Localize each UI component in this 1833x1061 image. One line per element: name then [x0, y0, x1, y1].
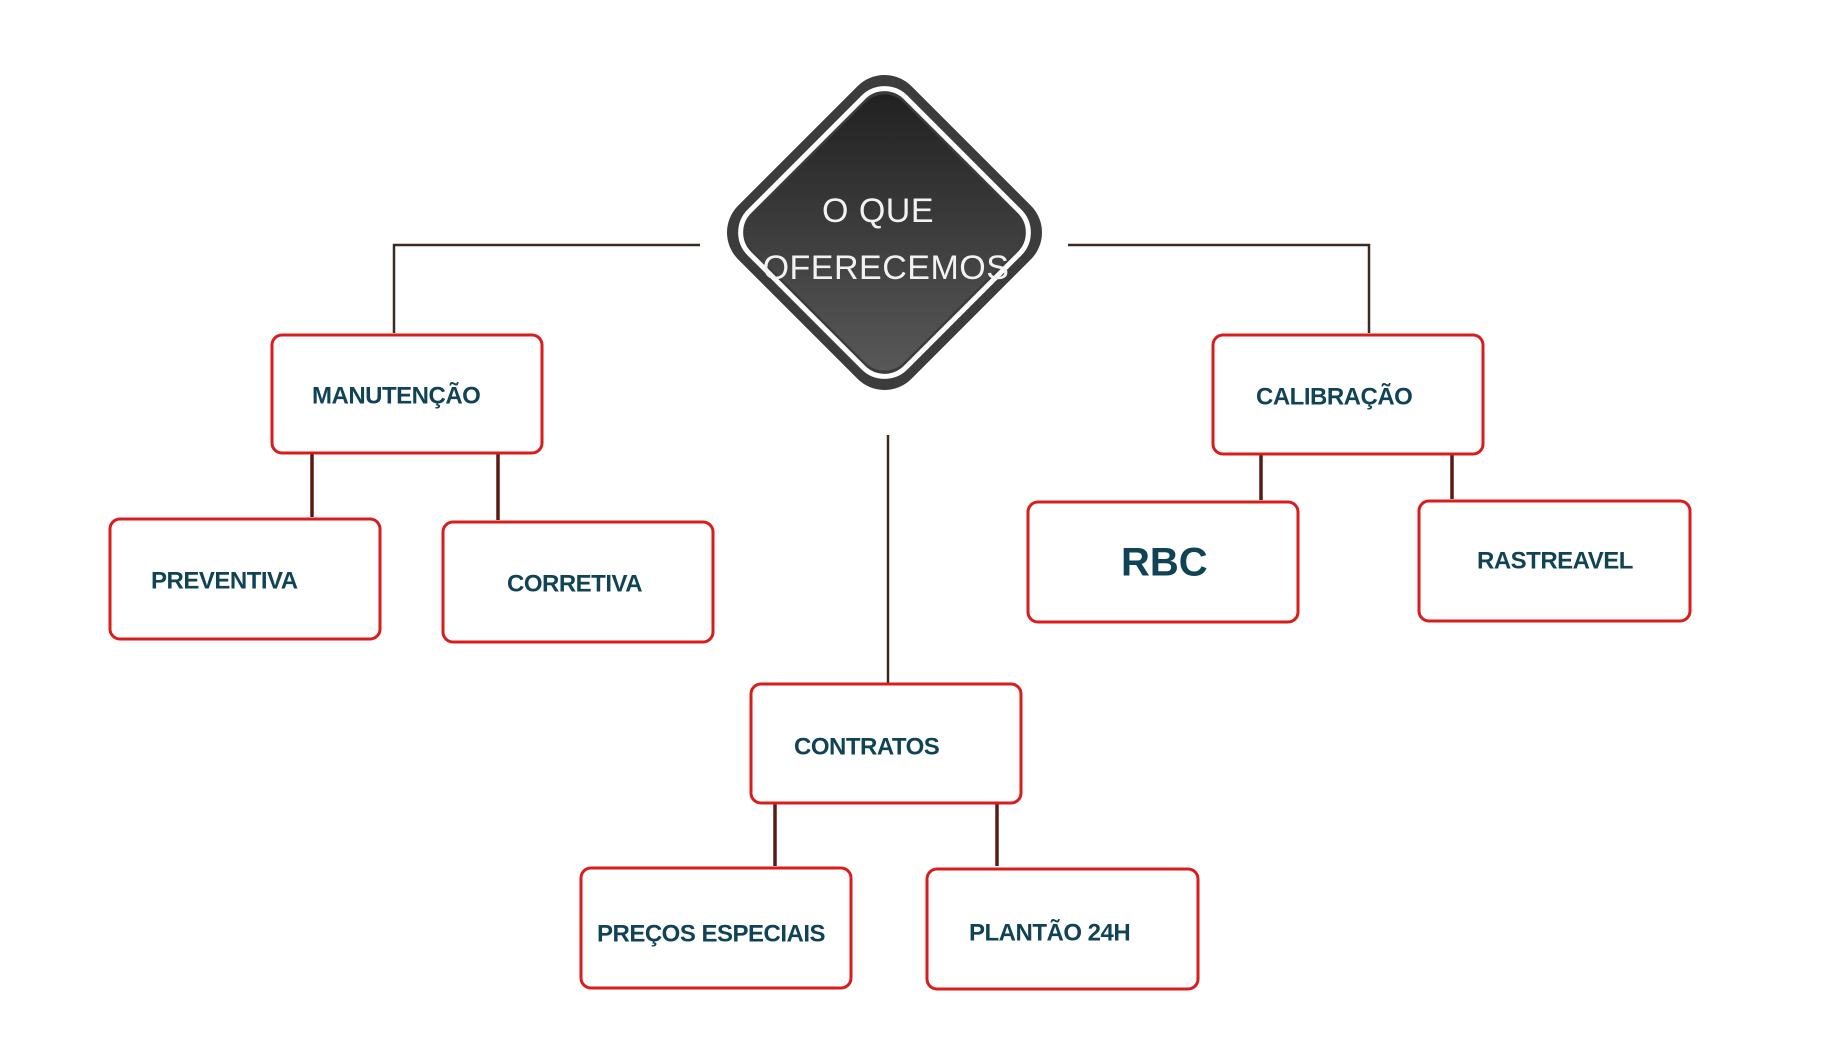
- node-manutencao: MANUTENÇÃO: [270, 333, 544, 455]
- node-plantao-24h: PLANTÃO 24H: [925, 867, 1200, 991]
- connector-center-calibracao: [1068, 243, 1371, 333]
- node-corretiva-box: [441, 520, 715, 644]
- node-calibracao-label: CALIBRAÇÃO: [1256, 382, 1412, 410]
- node-preventiva-box: [108, 517, 382, 641]
- node-calibracao-box: [1211, 333, 1485, 456]
- node-contratos-box: [749, 682, 1023, 805]
- node-corretiva-label: CORRETIVA: [507, 570, 642, 597]
- connector-center-manutencao: [392, 243, 700, 333]
- connectors: [310, 243, 1454, 866]
- node-rbc: RBC: [1026, 500, 1300, 624]
- node-rbc-box: [1026, 500, 1300, 624]
- center-title-line1: O QUE: [822, 192, 934, 230]
- node-calibracao: CALIBRAÇÃO: [1211, 333, 1485, 456]
- node-corretiva: CORRETIVA: [441, 520, 715, 644]
- node-contratos-label: CONTRATOS: [794, 733, 940, 760]
- center-diamond: O QUE OFERECEMOS: [726, 74, 1043, 391]
- node-precos-especiais-label: PREÇOS ESPECIAIS: [597, 920, 826, 947]
- node-rastreavel-box: [1417, 499, 1692, 623]
- node-precos-especiais: PREÇOS ESPECIAIS: [579, 866, 853, 990]
- diamond-inner-border: [738, 86, 1031, 379]
- node-plantao-24h-box: [925, 867, 1200, 991]
- node-manutencao-box: [270, 333, 544, 455]
- center-title-line2: OFERECEMOS: [763, 249, 1010, 287]
- node-plantao-24h-label: PLANTÃO 24H: [969, 918, 1130, 946]
- node-rastreavel-label: RASTREAVEL: [1477, 547, 1633, 574]
- node-manutencao-label: MANUTENÇÃO: [312, 381, 480, 409]
- node-precos-especiais-box: [579, 866, 853, 990]
- node-preventiva-label: PREVENTIVA: [151, 567, 298, 594]
- node-rastreavel: RASTREAVEL: [1417, 499, 1692, 623]
- node-contratos: CONTRATOS: [749, 682, 1023, 805]
- diamond-fill: [746, 94, 1023, 371]
- node-rbc-label: RBC: [1121, 541, 1208, 585]
- node-preventiva: PREVENTIVA: [108, 517, 382, 641]
